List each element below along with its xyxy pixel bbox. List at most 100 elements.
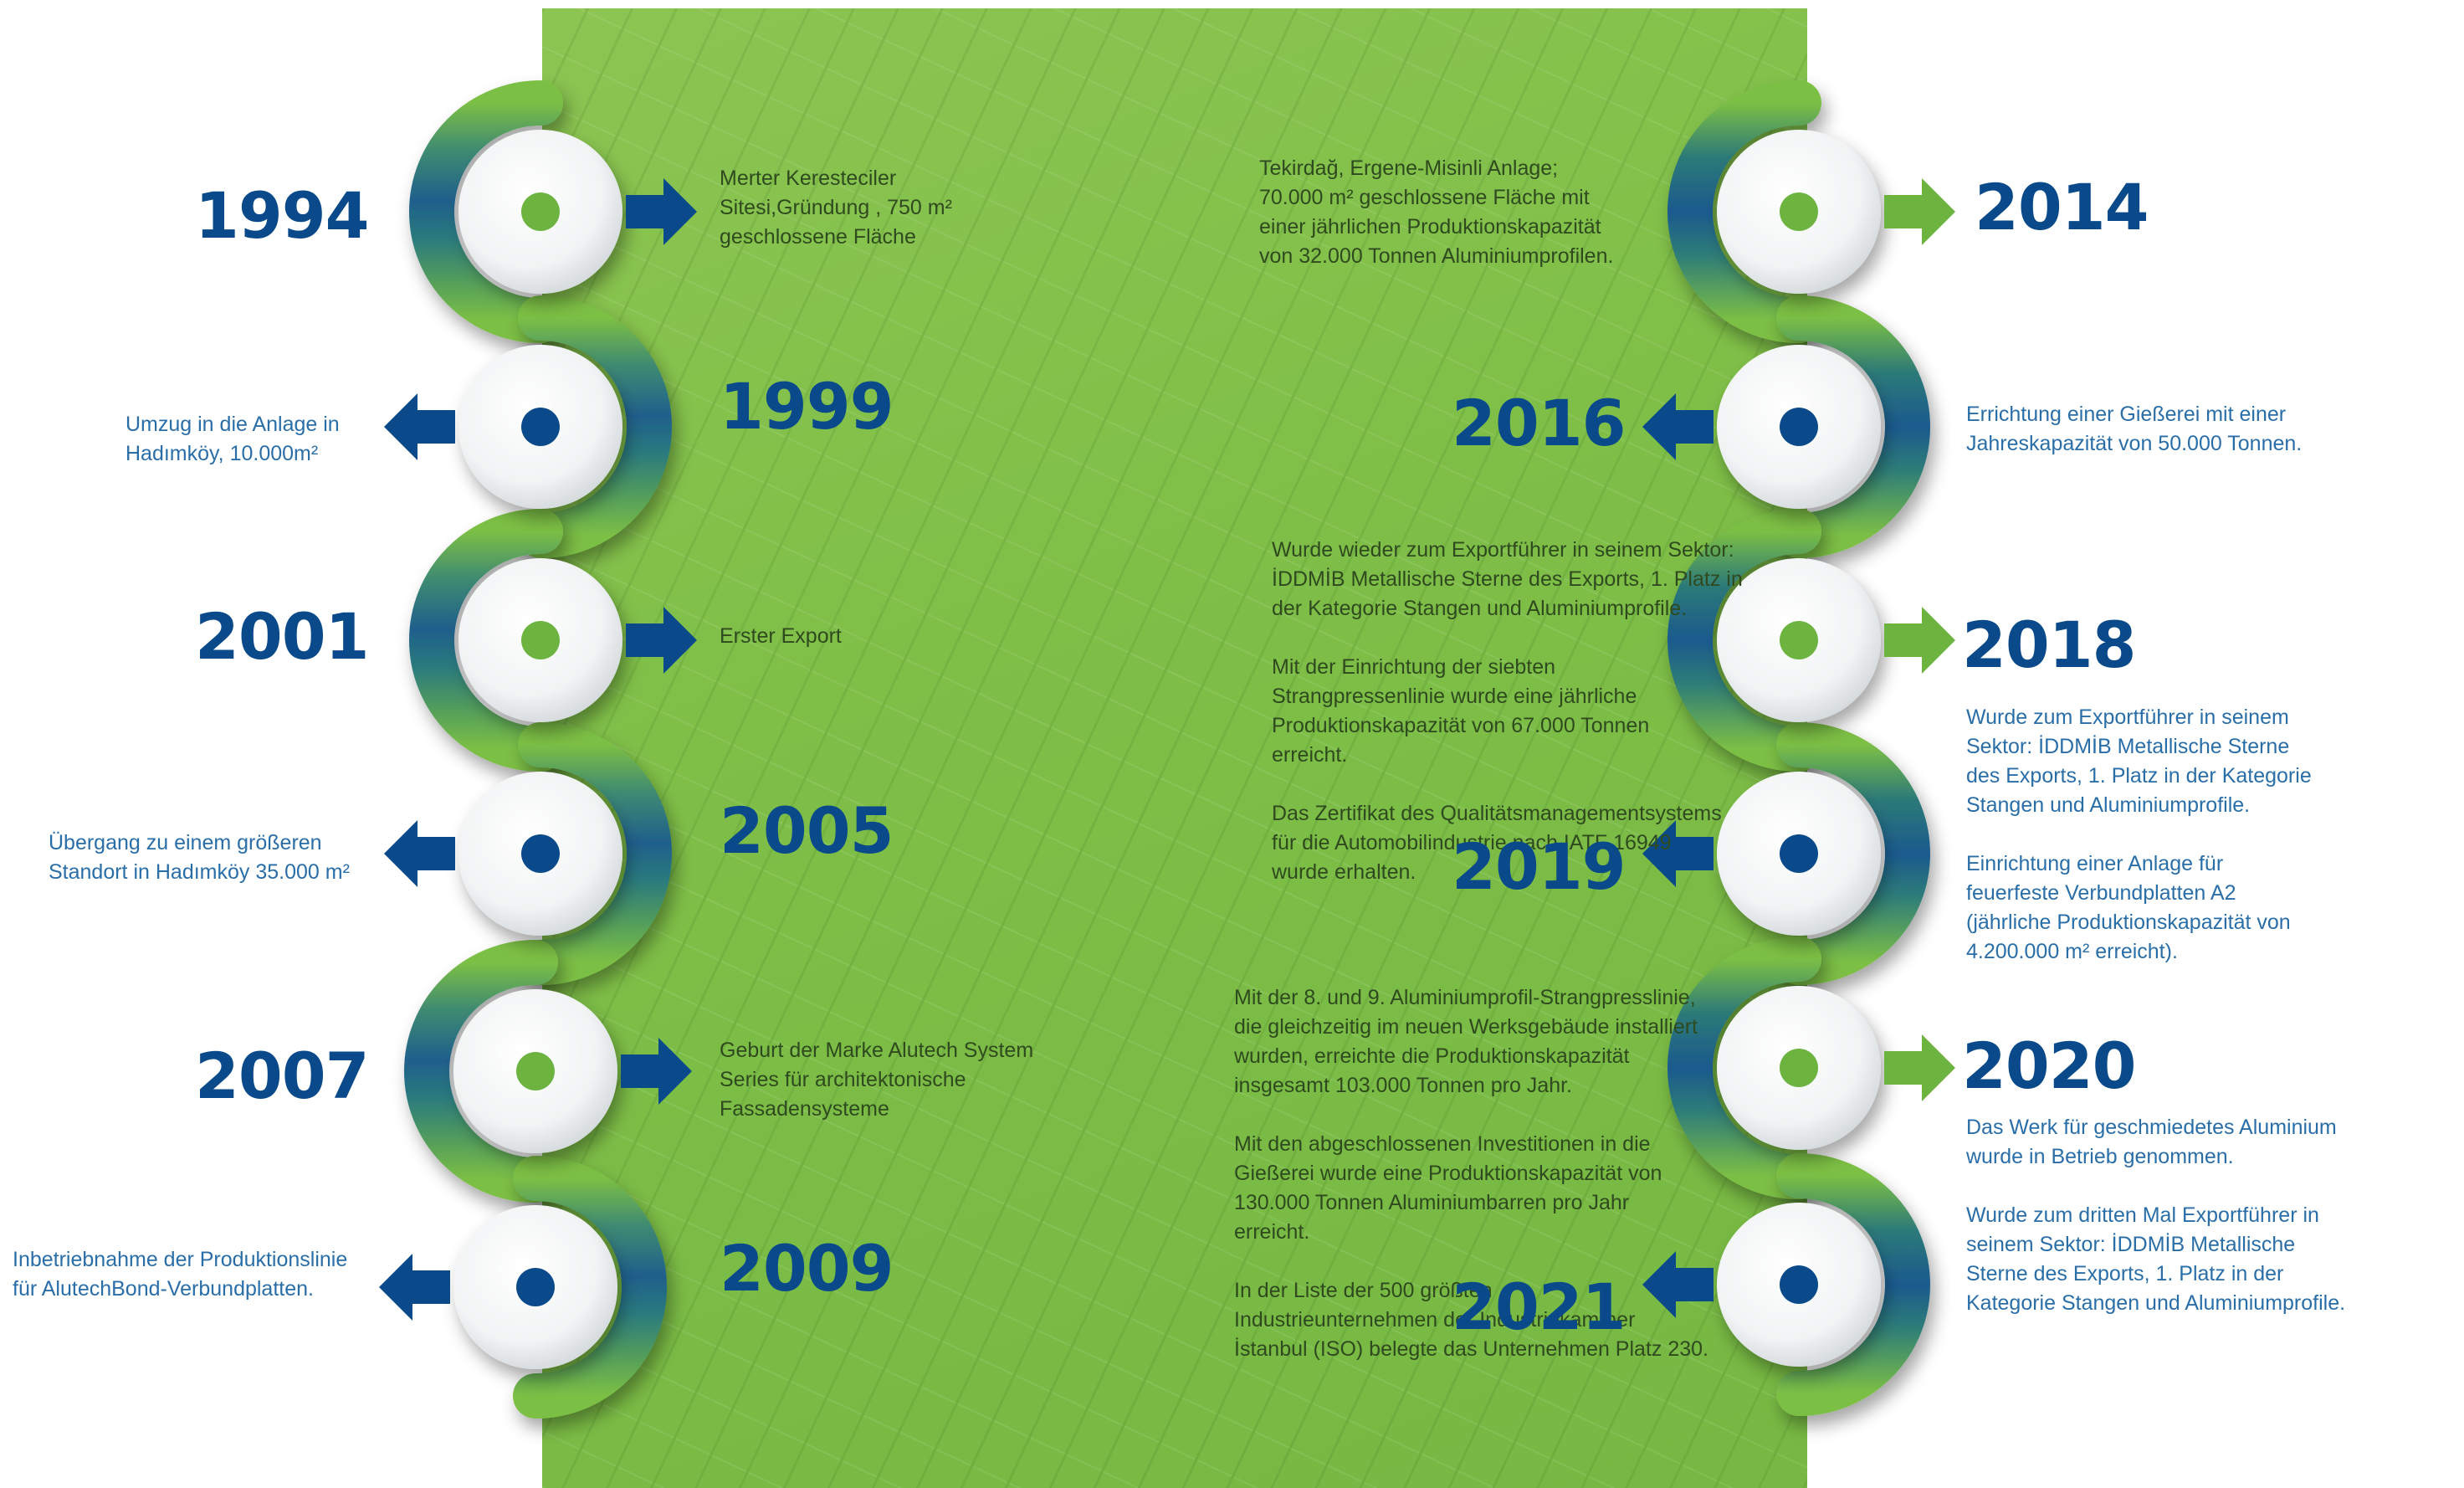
text-line: geschlossene Fläche [720,225,916,249]
text-line: Stangen und Aluminiumprofile. [1966,793,2251,817]
text-line: Inbetriebnahme der Produktionslinie [13,1248,348,1271]
text-line: Industrieunternehmen der Industriekammer [1234,1308,1636,1332]
ribbon-segment [1667,80,1821,343]
ribbon-segment [409,80,563,343]
building-texture [542,8,1807,1488]
text-line: wurden, erreichte die Produktionskapazit… [1234,1044,1630,1068]
text-line: İstanbul (ISO) belegte das Unternehmen P… [1234,1337,1708,1361]
text-line: Geburt der Marke Alutech System [720,1039,1034,1062]
arrow-right-icon [621,1038,692,1105]
text-line: wurde erhalten. [1272,860,1416,884]
text-line: 4.200.000 m² erreicht). [1966,940,2178,963]
text-line: Das Zertifikat des Qualitätsmanagementsy… [1272,802,1722,825]
node-2009-dot [516,1268,555,1306]
event-description: Wurde wieder zum Exportführer in seinem … [1272,536,1743,887]
text-line: einer jährlichen Produktionskapazität [1259,215,1601,239]
year-label: 2001 [195,599,370,674]
event-description: Erster Export [720,622,842,651]
text-line: In der Liste der 500 größten [1234,1279,1493,1302]
text-line: seinem Sektor: İDDMİB Metallische [1966,1233,2296,1256]
year-label: 1994 [195,178,370,253]
node-2007-dot [516,1052,555,1090]
node-1999-dot [521,408,560,446]
text-line: Sterne des Exports, 1. Platz in der [1966,1262,2284,1285]
text-line: (jährliche Produktionskapazität von [1966,911,2291,934]
ribbon-segment [1667,936,1821,1199]
text-line: Wurde wieder zum Exportführer in seinem … [1272,538,1734,562]
text-line: Strangpressenlinie wurde eine jährliche [1272,685,1637,708]
arrow-left-icon [379,1254,450,1321]
year-label: 2005 [720,793,894,868]
text-line: Jahreskapazität von 50.000 Tonnen. [1966,432,2303,455]
text-line: Umzug in die Anlage in [126,413,340,436]
text-line: für die Automobilindustrie nach IATF 169… [1272,831,1672,854]
text-line: Wurde zum dritten Mal Exportführer in [1966,1203,2319,1227]
node-2021-dot [1780,1265,1818,1304]
text-line: der Kategorie Stangen und Aluminiumprofi… [1272,597,1688,620]
ribbon-segment [1776,1153,1930,1416]
text-line: feuerfeste Verbundplatten A2 [1966,881,2236,905]
year-label: 2018 [1962,608,2137,682]
node-2005-dot [521,834,560,873]
text-line: Gießerei wurde eine Produktionskapazität… [1234,1162,1662,1185]
text-line: 70.000 m² geschlossene Fläche mit [1259,186,1590,209]
node-1994-dot [521,192,560,231]
text-line: Erster Export [720,624,842,648]
event-description: Tekirdağ, Ergene-Misinli Anlage;70.000 m… [1259,154,1613,271]
node-2014-dot [1780,192,1818,231]
arrow-right-icon [1884,1034,1955,1101]
text-line: Sitesi,Gründung , 750 m² [720,196,952,219]
text-line: wurde in Betrieb genommen. [1966,1145,2234,1168]
year-label: 2014 [1975,170,2149,244]
text-line: İDDMİB Metallische Sterne des Exports, 1… [1272,567,1743,591]
ribbon-segment [1776,722,1930,985]
text-line: für AlutechBond-Verbundplatten. [13,1277,314,1301]
event-description: Mit der 8. und 9. Aluminiumprofil-Strang… [1234,983,1708,1364]
text-line: Series für architektonische [720,1068,966,1091]
right-timeline-ribbon [1667,80,1930,1416]
text-line: Wurde zum Exportführer in seinem [1966,706,2289,729]
text-line: Fassadensysteme [720,1097,889,1121]
node-2020-dot [1780,1049,1818,1087]
arrow-right-icon [626,178,697,245]
text-line: Mit den abgeschlossenen Investitionen in… [1234,1132,1651,1156]
ribbon-segment [518,722,672,985]
text-line: Hadımköy, 10.000m² [126,442,319,465]
ribbon-segment [1667,509,1821,772]
event-description: Umzug in die Anlage in Hadımköy, 10.000m² [126,410,340,469]
text-line: Merter Keresteciler [720,167,897,190]
text-line: Mit der Einrichtung der siebten [1272,655,1556,679]
year-label: 1999 [720,369,894,444]
text-line: Kategorie Stangen und Aluminiumprofile. [1966,1291,2346,1315]
year-label: 2020 [1962,1029,2137,1103]
text-line: 130.000 Tonnen Aluminiumbarren pro Jahr [1234,1191,1630,1214]
text-line: erreicht. [1234,1220,1310,1244]
text-line: insgesamt 103.000 Tonnen pro Jahr. [1234,1074,1572,1097]
arrow-left-icon [384,820,455,887]
node-2016-dot [1780,408,1818,446]
year-label: 2007 [195,1039,370,1113]
text-line: Mit der 8. und 9. Aluminiumprofil-Strang… [1234,986,1696,1009]
arrow-left-icon [1642,1251,1714,1318]
text-line: Das Werk für geschmiedetes Aluminium [1966,1116,2337,1139]
node-2018-dot [1780,621,1818,659]
node-2019-dot [1780,834,1818,873]
ribbon-segment [513,1156,667,1419]
arrow-left-icon [1642,393,1714,460]
text-line: Sektor: İDDMİB Metallische Sterne [1966,735,2290,758]
year-label: 2019 [1452,829,1626,904]
ribbon-segment [404,940,558,1203]
text-line: Errichtung einer Gießerei mit einer [1966,403,2287,426]
text-line: erreicht. [1272,743,1348,767]
ribbon-segment [518,295,672,558]
arrow-left-icon [1642,820,1714,887]
year-label: 2009 [720,1231,894,1306]
text-line: des Exports, 1. Platz in der Kategorie [1966,764,2312,788]
text-line: Übergang zu einem größeren [49,831,322,854]
